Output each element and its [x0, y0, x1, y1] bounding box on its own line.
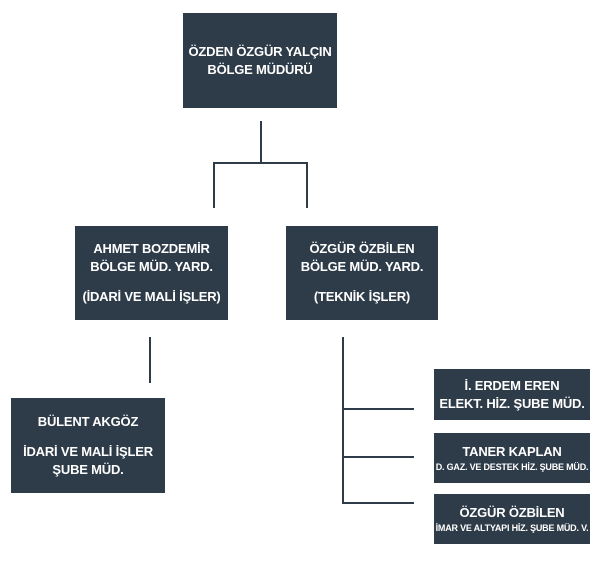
admin-branch-box: BÜLENT AKGÖZ İDARİ VE MALİ İŞLER ŞUBE MÜ… [11, 398, 165, 493]
admin-branch-title-2: ŞUBE MÜD. [52, 461, 124, 477]
tech-branch-3-name: ÖZGÜR ÖZBİLEN [459, 505, 565, 520]
head-box: ÖZDEN ÖZGÜR YALÇIN BÖLGE MÜDÜRÜ [183, 13, 337, 108]
connector-head-down [260, 121, 262, 163]
connector-deputy-tech-spine [342, 337, 344, 504]
deputy-tech-title: BÖLGE MÜD. YARD. [300, 259, 424, 274]
deputy-tech-name: ÖZGÜR ÖZBİLEN [309, 241, 415, 256]
admin-branch-name: BÜLENT AKGÖZ [37, 413, 139, 429]
tech-branch-2-box: TANER KAPLAN D. GAZ. VE DESTEK HİZ. ŞUBE… [434, 433, 590, 483]
tech-branch-1-box: İ. ERDEM EREN ELEKT. HİZ. ŞUBE MÜD. [434, 369, 590, 420]
deputy-admin-area: (İDARİ VE MALİ İŞLER) [82, 289, 221, 304]
head-title: BÖLGE MÜDÜRÜ [207, 61, 313, 77]
tech-branch-2-title: D. GAZ. VE DESTEK HİZ. ŞUBE MÜD. [435, 462, 589, 472]
connector-head-branch [213, 162, 308, 164]
deputy-admin-title: BÖLGE MÜD. YARD. [90, 259, 213, 274]
tech-branch-3-title: İMAR VE ALTYAPI HİZ. ŞUBE MÜD. V. [435, 523, 589, 533]
tech-branch-1-name: İ. ERDEM EREN [464, 377, 560, 393]
connector-to-deputy-admin [213, 162, 215, 208]
tech-branch-3-box: ÖZGÜR ÖZBİLEN İMAR VE ALTYAPI HİZ. ŞUBE … [434, 494, 590, 544]
deputy-admin-name: AHMET BOZDEMİR [93, 241, 210, 256]
connector-to-branch-3 [342, 502, 414, 504]
connector-to-branch-1 [342, 408, 414, 410]
connector-deputy-admin-down [149, 337, 151, 383]
connector-to-deputy-tech [306, 162, 308, 208]
connector-to-branch-2 [342, 456, 414, 458]
deputy-tech-box: ÖZGÜR ÖZBİLEN BÖLGE MÜD. YARD. (TEKNİK İ… [286, 226, 438, 320]
tech-branch-1-title: ELEKT. HİZ. ŞUBE MÜD. [439, 395, 585, 411]
deputy-tech-area: (TEKNİK İŞLER) [313, 289, 411, 304]
tech-branch-2-name: TANER KAPLAN [462, 444, 562, 459]
head-name: ÖZDEN ÖZGÜR YALÇIN [188, 43, 332, 59]
admin-branch-title-1: İDARİ VE MALİ İŞLER [23, 443, 153, 459]
deputy-admin-box: AHMET BOZDEMİR BÖLGE MÜD. YARD. (İDARİ V… [75, 226, 228, 320]
